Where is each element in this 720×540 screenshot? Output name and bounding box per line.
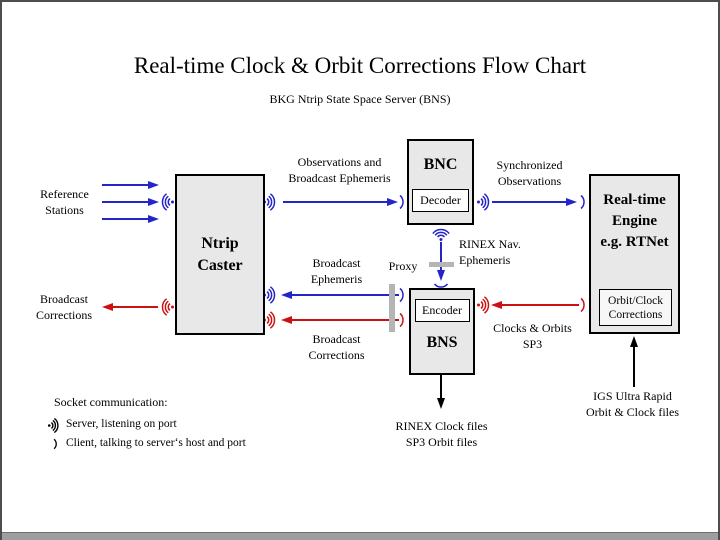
rt-engine-box: Real-time Engine e.g. RTNet Orbit/Clock … bbox=[589, 174, 680, 334]
broadcast-ephemeris-label: Broadcast Ephemeris bbox=[289, 256, 384, 287]
server-socket-icon bbox=[432, 228, 450, 241]
server-socket-icon bbox=[263, 193, 276, 211]
client-socket-icon bbox=[399, 312, 404, 328]
label-line: Broadcast bbox=[312, 256, 361, 270]
synchronized-observations-label: Synchronized Observations bbox=[482, 158, 577, 189]
orbit-clock-label-line1: Orbit/Clock bbox=[608, 294, 663, 307]
arrowhead-left-icon bbox=[281, 315, 292, 324]
orbit-clock-corrections-box: Orbit/Clock Corrections bbox=[599, 289, 672, 326]
arrowhead-right-icon bbox=[148, 214, 159, 223]
label-line: Clocks & Orbits bbox=[493, 321, 572, 335]
label-line: Observations and bbox=[297, 155, 382, 169]
client-socket-icon bbox=[580, 194, 585, 210]
bnc-label: BNC bbox=[423, 156, 458, 173]
label-line: Broadcast bbox=[312, 332, 361, 346]
page-subtitle: BKG Ntrip State Space Server (BNS) bbox=[269, 92, 451, 106]
encoder-box: Encoder bbox=[414, 299, 470, 322]
arrowhead-right-icon bbox=[148, 180, 159, 189]
broadcast-corrections-users-line bbox=[113, 306, 158, 308]
proxy-bar-vertical bbox=[389, 284, 395, 332]
bns-label: BNS bbox=[426, 334, 458, 351]
reference-stations-label: Reference Stations bbox=[17, 186, 112, 218]
label-line: RINEX Nav. bbox=[459, 237, 521, 251]
proxy-label: Proxy bbox=[388, 259, 418, 273]
label-line: Broadcast bbox=[40, 292, 88, 306]
label-line: Ephemeris bbox=[310, 271, 363, 286]
arrowhead-up-icon bbox=[629, 336, 638, 347]
client-socket-icon bbox=[433, 283, 449, 288]
igs-input-line bbox=[633, 347, 635, 387]
label-line: Corrections bbox=[36, 307, 92, 322]
label-line: SP3 bbox=[522, 336, 543, 351]
page-title: Real-time Clock & Orbit Corrections Flow… bbox=[133, 53, 587, 78]
rt-engine-label-line2: Engine bbox=[611, 213, 657, 229]
broadcast-ephemeris-line bbox=[292, 294, 399, 296]
decoder-box: Decoder bbox=[412, 189, 469, 212]
observations-line bbox=[283, 201, 387, 203]
arrowhead-left-icon bbox=[281, 290, 292, 299]
ref-station-line-1 bbox=[102, 184, 148, 186]
ntrip-caster-label-line1: Ntrip bbox=[201, 234, 239, 252]
clocks-orbits-label: Clocks & Orbits SP3 bbox=[480, 321, 585, 352]
bns-output-label: RINEX Clock files SP3 Orbit files bbox=[379, 418, 504, 450]
client-socket-icon bbox=[399, 194, 404, 210]
label-line: Reference bbox=[40, 187, 89, 201]
label-line: Orbit & Clock files bbox=[586, 404, 679, 419]
bns-box: Encoder BNS bbox=[409, 288, 475, 375]
label-line: Corrections bbox=[308, 347, 365, 362]
encoder-label: Encoder bbox=[422, 303, 462, 317]
rt-engine-label-line1: Real-time bbox=[603, 192, 666, 208]
label-line: RINEX Clock files bbox=[395, 419, 488, 433]
arrowhead-right-icon bbox=[148, 197, 159, 206]
label-line: Observations bbox=[497, 173, 562, 188]
label-line: Synchronized bbox=[496, 158, 563, 172]
arrowhead-down-icon bbox=[436, 398, 445, 409]
server-socket-icon bbox=[161, 298, 174, 316]
client-socket-icon bbox=[399, 287, 404, 303]
arrowhead-right-icon bbox=[566, 197, 577, 206]
label-line: IGS Ultra Rapid bbox=[593, 389, 672, 403]
server-socket-icon bbox=[477, 296, 490, 314]
ntrip-caster-box: Ntrip Caster bbox=[175, 174, 265, 335]
legend-server-text: Server, listening on port bbox=[66, 418, 177, 430]
broadcast-corrections-users-label: Broadcast Corrections bbox=[10, 292, 118, 323]
server-socket-icon bbox=[47, 417, 59, 434]
igs-input-label: IGS Ultra Rapid Orbit & Clock files bbox=[570, 389, 695, 420]
ref-station-line-3 bbox=[102, 218, 148, 220]
decoder-label: Decoder bbox=[420, 193, 461, 207]
arrowhead-down-icon bbox=[436, 270, 445, 281]
label-line: Broadcast Ephemeris bbox=[288, 170, 391, 185]
legend-client-text: Client, talking to server‘s host and por… bbox=[66, 437, 246, 449]
arrowhead-right-icon bbox=[387, 197, 398, 206]
synchronized-observations-line bbox=[492, 201, 566, 203]
window-bottom-edge bbox=[2, 532, 718, 540]
label-line: Ephemeris bbox=[459, 252, 511, 267]
broadcast-corrections-line bbox=[292, 319, 399, 321]
rinex-nav-ephemeris-label: RINEX Nav. Ephemeris bbox=[459, 237, 544, 268]
legend-heading: Socket communication: bbox=[54, 395, 168, 409]
clocks-orbits-line bbox=[502, 304, 579, 306]
orbit-clock-label-line2: Corrections bbox=[608, 308, 663, 321]
observations-label: Observations and Broadcast Ephemeris bbox=[282, 155, 397, 186]
client-socket-icon bbox=[580, 297, 585, 313]
rt-engine-label-line3: e.g. RTNet bbox=[600, 234, 669, 250]
ref-station-line-2 bbox=[102, 201, 148, 203]
ntrip-caster-label-line2: Caster bbox=[197, 256, 243, 274]
bns-output-line bbox=[440, 375, 442, 399]
client-socket-icon bbox=[53, 438, 57, 450]
server-socket-icon bbox=[477, 193, 490, 211]
proxy-bar-horizontal bbox=[429, 261, 454, 267]
arrowhead-left-icon bbox=[491, 300, 502, 309]
arrowhead-left-icon bbox=[102, 302, 113, 311]
bnc-box: BNC Decoder bbox=[407, 139, 474, 225]
label-line: SP3 Orbit files bbox=[405, 435, 478, 449]
broadcast-corrections-label: Broadcast Corrections bbox=[289, 332, 384, 363]
server-socket-icon bbox=[161, 193, 174, 211]
rinex-nav-line bbox=[440, 242, 442, 271]
label-line: Stations bbox=[45, 203, 84, 217]
